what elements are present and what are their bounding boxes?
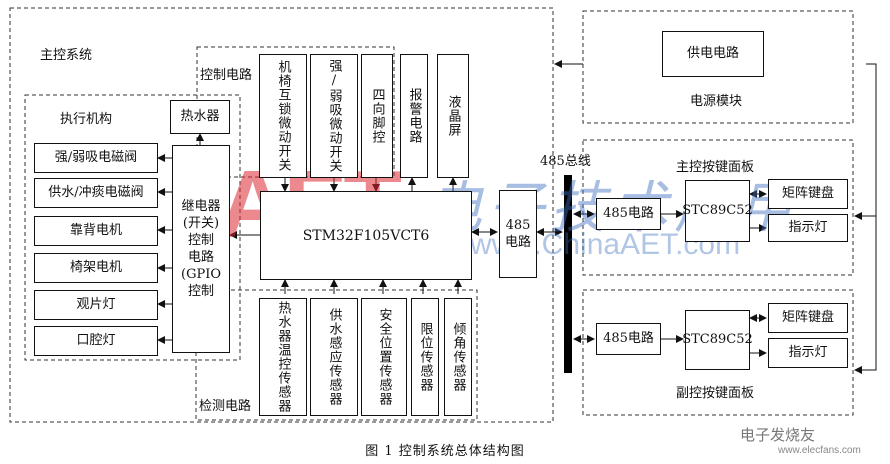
water-sensor: 供水感应传感器: [310, 298, 358, 416]
safety-position-sensor-label: 安全位置传感器: [376, 308, 392, 406]
rs485-main-label: 485电路: [504, 218, 531, 250]
tilt-sensor-label: 倾角传感器: [450, 322, 466, 392]
relay-line: (开关): [182, 216, 220, 231]
main-panel-indicator: 指示灯: [768, 214, 848, 242]
water-valve: 供水/冲痰电磁阀: [34, 178, 158, 208]
power-supply-circuit: 供电电路: [662, 31, 764, 77]
safety-position-sensor: 安全位置传感器: [361, 298, 407, 416]
main-panel-rs485: 485电路: [596, 198, 661, 230]
sub-panel-indicator: 指示灯: [768, 338, 848, 368]
chair-interlock-switch-label: 机椅互锁微动开关: [275, 60, 291, 172]
oral-light: 口腔灯: [34, 326, 158, 356]
main-system-title: 主控系统: [40, 48, 93, 63]
foot-control-label: 四向脚控: [369, 88, 385, 144]
film-viewer-light: 观片灯: [34, 290, 158, 320]
control-circuit-title: 控制电路: [200, 68, 253, 83]
sub-panel-keyboard: 矩阵键盘: [768, 303, 848, 333]
alarm-circuit: 报警电路: [400, 54, 428, 178]
relay-line: (GPIO: [181, 267, 221, 282]
actuator-title: 执行机构: [60, 112, 113, 127]
lcd-screen: 液晶屏: [437, 54, 469, 178]
power-module-frame: [582, 10, 854, 124]
main-system-frame: [9, 7, 554, 423]
main-mcu: STM32F105VCT6: [260, 191, 472, 280]
sub-panel-rs485: 485电路: [596, 323, 661, 355]
main-panel-mcu: STC89C52: [682, 180, 753, 242]
rs485-bus-label: 485总线: [540, 154, 591, 169]
water-heater: 热水器: [170, 100, 230, 134]
chair-frame-motor: 椅架电机: [34, 253, 158, 283]
water-sensor-label: 供水感应传感器: [326, 308, 342, 406]
actuator-frame: [24, 94, 241, 361]
main-panel-title: 主控按键面板: [676, 160, 755, 175]
main-panel-keyboard: 矩阵键盘: [768, 179, 848, 209]
rs485-bus-bar: [564, 175, 572, 373]
rs485-main-circuit: 485电路: [499, 190, 537, 278]
main-panel-frame: [582, 139, 854, 276]
sub-panel-mcu: STC89C52: [682, 310, 753, 370]
tilt-sensor: 倾角传感器: [444, 298, 472, 416]
power-module-title: 电源模块: [690, 94, 743, 109]
relay-line: 控制: [187, 233, 214, 248]
backrest-motor: 靠背电机: [34, 216, 158, 246]
suction-valve: 强/弱吸电磁阀: [34, 143, 158, 173]
detection-title: 检测电路: [199, 399, 252, 414]
foot-control: 四向脚控: [361, 54, 393, 178]
figure-caption: 图 1 控制系统总体结构图: [365, 444, 525, 459]
lcd-screen-label: 液晶屏: [445, 95, 461, 137]
detection-frame: [195, 289, 478, 421]
sub-panel-frame: [582, 289, 854, 416]
alarm-circuit-label: 报警电路: [406, 88, 422, 144]
sub-panel-title: 副控按键面板: [676, 386, 755, 401]
relay-line: 继电器: [181, 199, 221, 214]
heater-temp-sensor: 热水器温控传感器: [259, 298, 307, 416]
heater-temp-sensor-label: 热水器温控传感器: [275, 301, 291, 413]
chair-interlock-switch: 机椅互锁微动开关: [259, 54, 307, 178]
suction-switch: 强/弱吸微动开关: [310, 54, 358, 178]
limit-sensor-label: 限位传感器: [417, 322, 433, 392]
relay-line: 电路: [187, 250, 214, 265]
limit-sensor: 限位传感器: [411, 298, 439, 416]
relay-control-circuit: 继电器 (开关) 控制 电路 (GPIO 控制: [172, 145, 230, 353]
suction-switch-label: 强/弱吸微动开关: [326, 59, 342, 173]
relay-line: 控制: [187, 284, 214, 299]
